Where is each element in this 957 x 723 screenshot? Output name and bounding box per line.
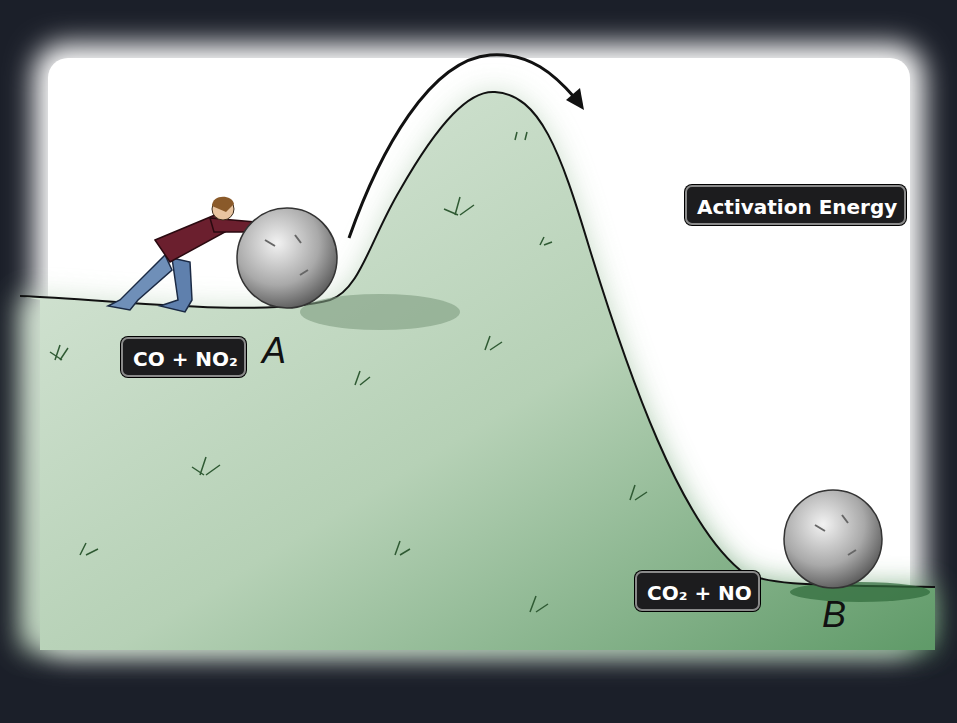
- boulder: [237, 208, 882, 588]
- formula-text: CO + NO₂: [133, 347, 234, 371]
- formula-text: CO₂ + NO: [647, 581, 748, 605]
- point-label: B: [822, 597, 846, 633]
- hill: [20, 92, 935, 650]
- path-arrow: [349, 55, 584, 238]
- point-label: A: [262, 333, 286, 369]
- formula-text: Activation Energy: [697, 195, 894, 219]
- label-box: Activation Energy: [685, 185, 906, 225]
- label-box: CO + NO₂: [121, 337, 246, 377]
- label-box: CO₂ + NO: [635, 571, 760, 611]
